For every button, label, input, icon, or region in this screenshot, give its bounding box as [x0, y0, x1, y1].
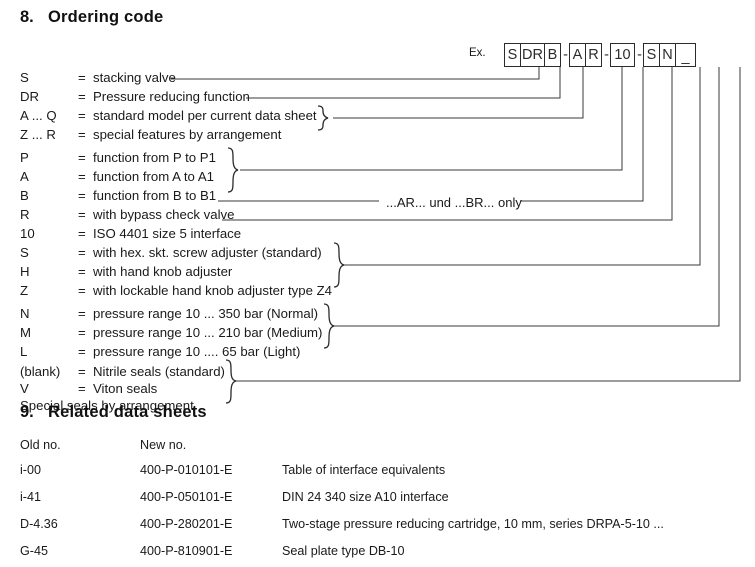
legend-equals: =: [78, 226, 86, 241]
code-separator-2: -: [604, 47, 609, 63]
legend-key: S: [20, 70, 29, 85]
cell-description: DIN 24 340 size A10 interface: [282, 490, 449, 504]
legend-equals: =: [78, 188, 86, 203]
legend-equals: =: [78, 89, 86, 104]
cell-old-no: D-4.36: [20, 517, 58, 531]
legend-key: A: [20, 169, 29, 184]
leader-line-stacking-valve: [171, 67, 540, 80]
example-label: Ex.: [469, 47, 486, 59]
legend-equals: =: [78, 70, 86, 85]
bypass-note: ...AR... und ...BR... only: [386, 195, 522, 210]
legend-key: R: [20, 207, 30, 222]
legend-key: B: [20, 188, 29, 203]
legend-key: H: [20, 264, 30, 279]
leader-line-model-group: [333, 67, 584, 119]
cell-description: Table of interface equivalents: [282, 463, 446, 477]
legend-text: Nitrile seals (standard): [93, 364, 225, 379]
legend-text: pressure range 10 ... 350 bar (Normal): [93, 306, 319, 321]
brace-model-group: [317, 105, 329, 131]
legend-text: special features by arrangement: [93, 127, 282, 142]
cell-description: Two-stage pressure reducing cartridge, 1…: [282, 517, 664, 531]
legend-key: Z ... R: [20, 127, 56, 142]
table-header-new-no: New no.: [140, 438, 187, 452]
cell-new-no: 400-P-050101-E: [140, 490, 233, 504]
brace-function-group: [227, 147, 239, 193]
cell-old-no: G-45: [20, 544, 48, 558]
code-separator-1: -: [563, 47, 568, 63]
legend-key: DR: [20, 89, 40, 104]
legend-equals: =: [78, 264, 86, 279]
section-8-number: 8.: [20, 8, 34, 26]
legend-equals: =: [78, 381, 86, 396]
legend-equals: =: [78, 325, 86, 340]
legend-text: pressure range 10 .... 65 bar (Light): [93, 344, 301, 359]
code-box-7[interactable]: S: [643, 43, 660, 67]
legend-key: 10: [20, 226, 35, 241]
code-box-9[interactable]: _: [675, 43, 696, 67]
legend-text: with bypass check valve: [93, 207, 235, 222]
cell-new-no: 400-P-280201-E: [140, 517, 233, 531]
legend-text: function from B to B1: [93, 188, 217, 203]
brace-pressure-group: [323, 303, 335, 349]
legend-equals: =: [78, 127, 86, 142]
cell-new-no: 400-P-810901-E: [140, 544, 233, 558]
legend-equals: =: [78, 306, 86, 321]
ordering-code-row: Ex. S DR B - A R - 10 - S N _: [469, 43, 696, 67]
legend-key: N: [20, 306, 30, 321]
legend-text: with hex. skt. screw adjuster (standard): [93, 245, 322, 260]
code-separator-3: -: [637, 47, 642, 63]
legend-text: function from P to P1: [93, 150, 216, 165]
cell-description: Seal plate type DB-10: [282, 544, 405, 558]
legend-text: stacking valve: [93, 70, 176, 85]
legend-text: pressure range 10 ... 210 bar (Medium): [93, 325, 323, 340]
legend-equals: =: [78, 344, 86, 359]
legend-text: with lockable hand knob adjuster type Z4: [93, 283, 332, 298]
legend-equals: =: [78, 364, 86, 379]
leader-line-bypass-right: [520, 67, 644, 202]
legend-key: M: [20, 325, 31, 340]
table-header-old-no: Old no.: [20, 438, 61, 452]
legend-text: with hand knob adjuster: [93, 264, 233, 279]
legend-text: Viton seals: [93, 381, 158, 396]
legend-equals: =: [78, 169, 86, 184]
legend-key: P: [20, 150, 29, 165]
legend-text: Special seals by arrangement: [20, 398, 194, 413]
leader-line-pressure-reducing: [246, 67, 561, 99]
legend-key: A ... Q: [20, 108, 57, 123]
legend-text: standard model per current data sheet: [93, 108, 317, 123]
code-box-8[interactable]: N: [659, 43, 676, 67]
legend-equals: =: [78, 207, 86, 222]
legend-key: (blank): [20, 364, 61, 379]
legend-text: ISO 4401 size 5 interface: [93, 226, 242, 241]
legend-text: function from A to A1: [93, 169, 214, 184]
code-box-4[interactable]: A: [569, 43, 586, 67]
legend-key: Z: [20, 283, 29, 298]
legend-equals: =: [78, 150, 86, 165]
brace-adjuster-group: [333, 242, 345, 288]
code-box-5[interactable]: R: [585, 43, 602, 67]
section-8-title: Ordering code: [48, 8, 164, 26]
legend-key: L: [20, 344, 28, 359]
code-box-3[interactable]: B: [544, 43, 561, 67]
section-9-title: Related data sheets: [48, 403, 207, 421]
code-box-2[interactable]: DR: [520, 43, 545, 67]
legend-equals: =: [78, 245, 86, 260]
code-box-6[interactable]: 10: [610, 43, 635, 67]
section-9-number: 9.: [20, 403, 34, 421]
cell-old-no: i-41: [20, 490, 41, 504]
legend-key: S: [20, 245, 29, 260]
cell-new-no: 400-P-010101-E: [140, 463, 233, 477]
legend-equals: =: [78, 283, 86, 298]
code-box-1[interactable]: S: [504, 43, 521, 67]
legend-key: V: [20, 381, 29, 396]
leader-line-adjuster-group: [344, 67, 701, 266]
cell-old-no: i-00: [20, 463, 41, 477]
legend-text: Pressure reducing function: [93, 89, 250, 104]
legend-equals: =: [78, 108, 86, 123]
brace-seals-group: [225, 359, 237, 404]
